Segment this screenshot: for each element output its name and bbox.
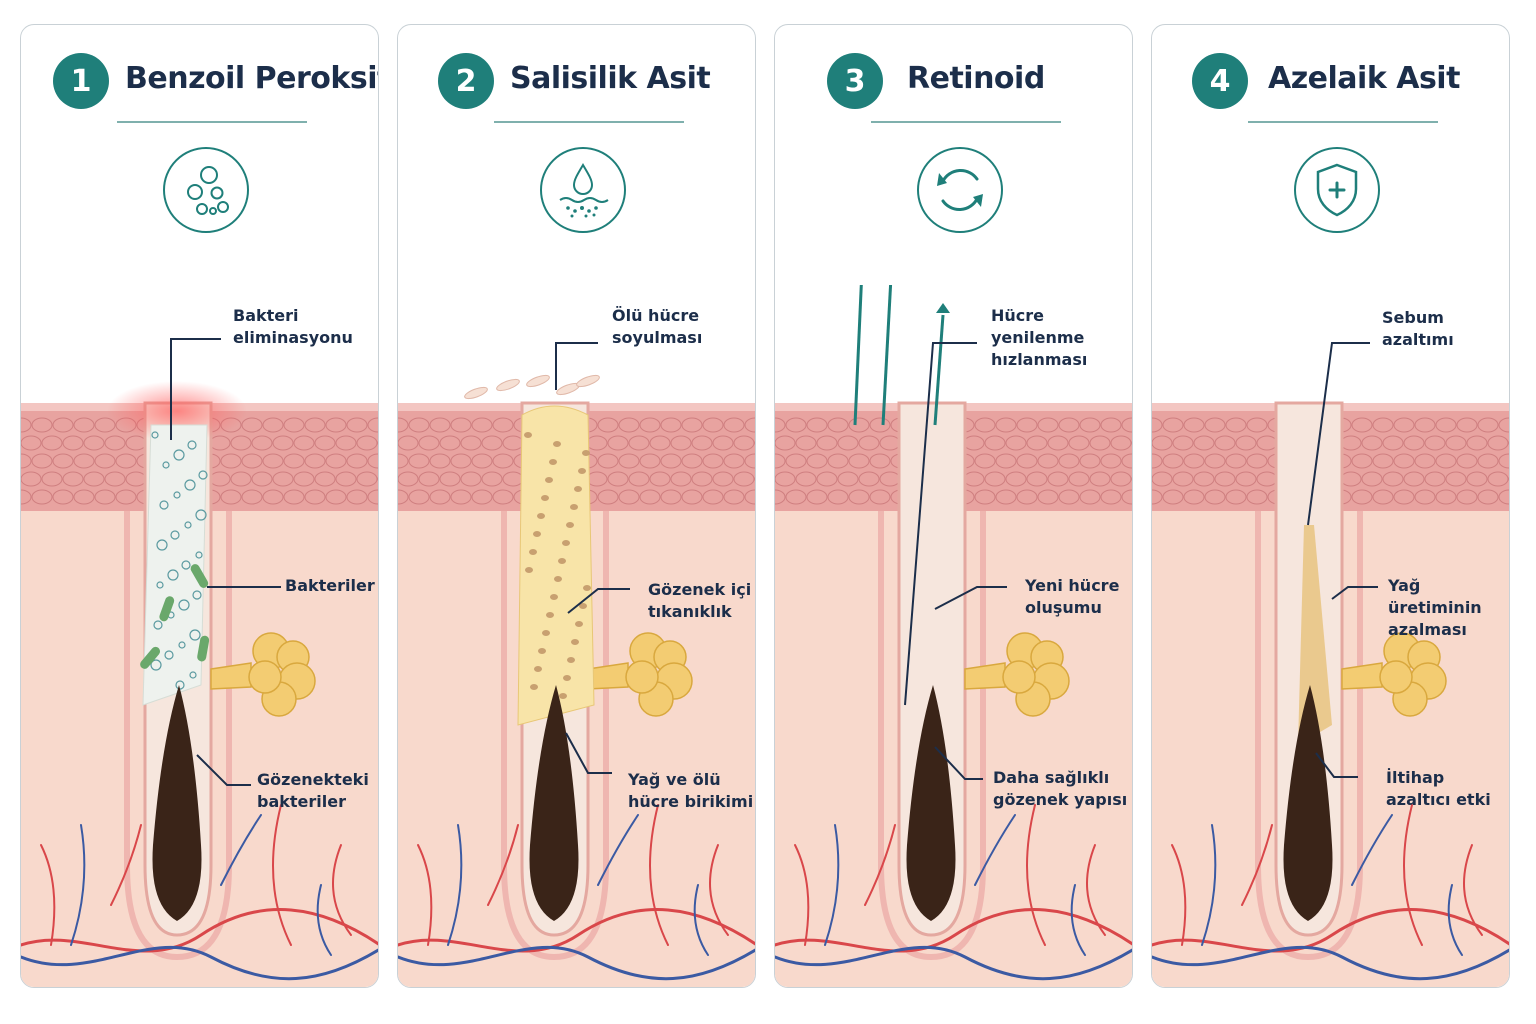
- panel-azelaik-asit: 4 Azelaik Asit Sebum azaltımı Yağ üretim…: [1151, 24, 1510, 988]
- callout-dead-cell-exfoliation: Ölü hücre soyulması: [612, 306, 703, 347]
- callout-bacteria-elimination: Bakteri eliminasyonu: [233, 306, 353, 347]
- title-divider: [871, 121, 1061, 123]
- bubbles-icon: [163, 147, 249, 233]
- callout-bacteria: Bakteriler: [285, 576, 375, 595]
- title-divider: [494, 121, 684, 123]
- shield-plus-icon: [1294, 147, 1380, 233]
- panel-title: Azelaik Asit: [1268, 61, 1460, 96]
- callout-sebum-reduction: Sebum azaltımı: [1382, 308, 1454, 349]
- step-number: 4: [1192, 53, 1248, 109]
- skin-cross-section: [398, 285, 755, 987]
- callout-oil-production-decrease: Yağ üretiminin azalması: [1388, 576, 1482, 639]
- panel-title: Retinoid: [907, 61, 1045, 96]
- panel-retinoid: 3 Retinoid Hücre yenilenme hızlanması Ye…: [774, 24, 1133, 988]
- title-divider: [117, 121, 307, 123]
- panel-header: 3 Retinoid: [775, 53, 1132, 113]
- skin-cross-section: [775, 235, 1132, 987]
- panel-title: Benzoil Peroksit: [125, 61, 379, 96]
- callout-healthier-pore: Daha sağlıklı gözenek yapısı: [993, 768, 1128, 809]
- skin-cross-section: [21, 285, 378, 987]
- callout-pore-clog: Gözenek içi tıkanıklık: [648, 580, 752, 621]
- skin-cross-section: [1152, 285, 1509, 987]
- step-number: 3: [827, 53, 883, 109]
- step-number: 2: [438, 53, 494, 109]
- step-number: 1: [53, 53, 109, 109]
- title-divider: [1248, 121, 1438, 123]
- panel-benzoil-peroksit: 1 Benzoil Peroksit Bakteri eliminasyonu …: [20, 24, 379, 988]
- panel-salisilik-asit: 2 Salisilik Asit Ölü hücre soyulması: [397, 24, 756, 988]
- callout-pore-bacteria: Gözenekteki bakteriler: [257, 770, 369, 811]
- callout-oil-dead-cell-buildup: Yağ ve ölü hücre birikimi: [628, 770, 754, 811]
- callout-anti-inflammatory: İltihap azaltıcı etki: [1386, 768, 1491, 809]
- panel-header: 4 Azelaik Asit: [1152, 53, 1509, 113]
- callout-new-cell-formation: Yeni hücre oluşumu: [1025, 576, 1120, 617]
- renewal-cycle-icon: [917, 147, 1003, 233]
- panel-title: Salisilik Asit: [510, 61, 711, 96]
- callout-cell-renewal: Hücre yenilenme hızlanması: [991, 306, 1088, 369]
- panel-header: 1 Benzoil Peroksit: [21, 53, 378, 113]
- droplet-exfoliation-icon: [540, 147, 626, 233]
- panel-header: 2 Salisilik Asit: [398, 53, 755, 113]
